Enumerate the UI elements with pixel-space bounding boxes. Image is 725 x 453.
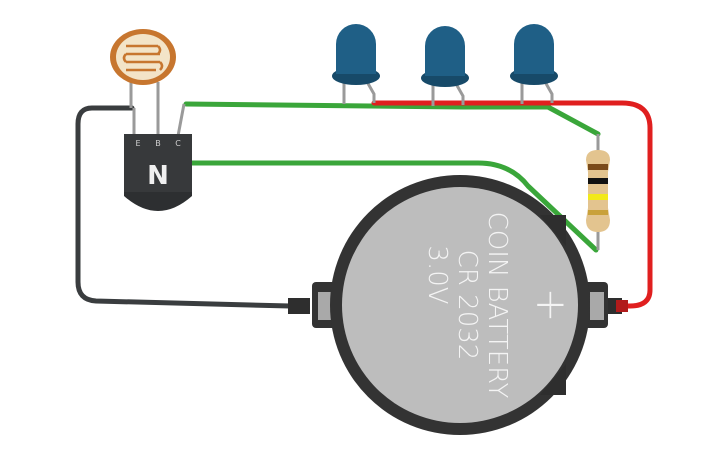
pin-b-label: B bbox=[155, 139, 161, 148]
pin-e-label: E bbox=[135, 139, 140, 148]
npn-transistor-icon[interactable]: N C B E bbox=[124, 103, 192, 211]
photoresistor-icon[interactable] bbox=[110, 29, 176, 108]
resistor-icon[interactable] bbox=[586, 134, 610, 250]
battery-label-line3: 3.0V bbox=[422, 245, 452, 304]
battery-label-line2: CR 2032 bbox=[452, 250, 482, 361]
transistor-type-label: N bbox=[147, 161, 169, 191]
red-wire[interactable] bbox=[371, 100, 653, 309]
battery-label-line1: COIN BATTERY bbox=[482, 212, 512, 399]
battery-polarity-plus: + bbox=[527, 287, 576, 322]
green-wire-bottom[interactable] bbox=[189, 160, 599, 253]
coin-battery-icon[interactable]: COIN BATTERY CR 2032 3.0V + bbox=[288, 175, 628, 435]
blue-led-icon[interactable] bbox=[332, 24, 380, 104]
green-wire-top[interactable] bbox=[183, 101, 601, 137]
pin-c-label: C bbox=[175, 139, 181, 148]
black-wire[interactable] bbox=[75, 105, 293, 309]
blue-led-icon[interactable] bbox=[421, 26, 469, 106]
blue-led-icon[interactable] bbox=[510, 24, 558, 104]
